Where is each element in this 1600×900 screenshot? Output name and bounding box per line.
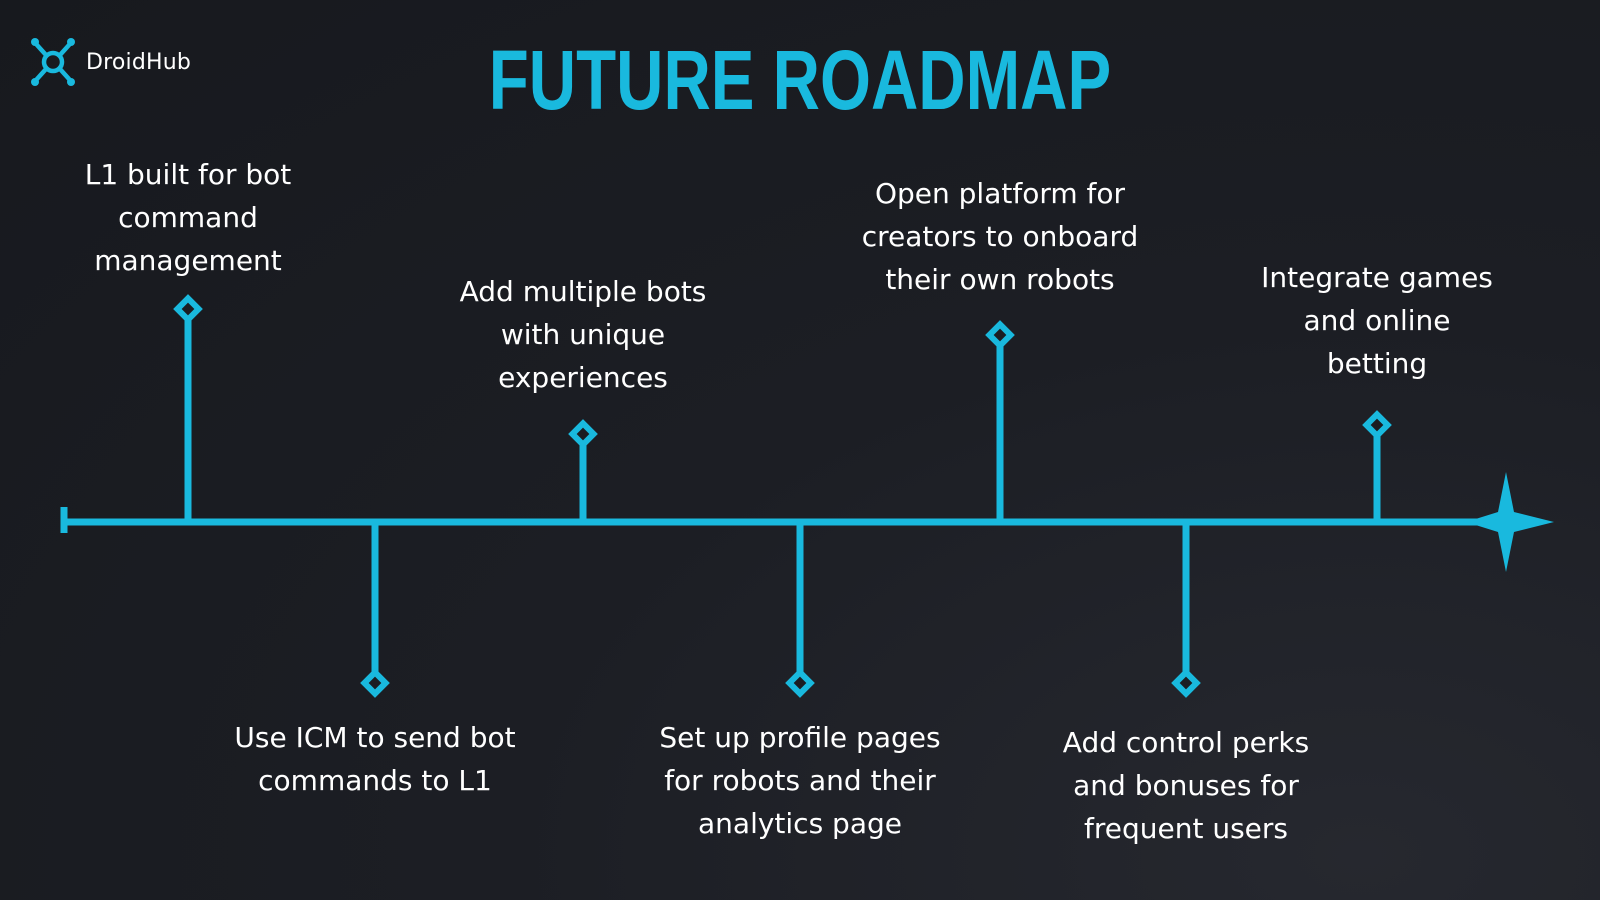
brand-name: DroidHub [86, 49, 192, 75]
milestone-label-line: Add control perks [1062, 726, 1310, 759]
milestone-label-line: L1 built for bot [84, 158, 292, 191]
milestone-label-line: management [94, 244, 282, 277]
milestone-label-line: Add multiple bots [459, 275, 707, 308]
milestone-label-line: their own robots [885, 263, 1115, 296]
milestone-label-line: Use ICM to send bot [234, 721, 516, 754]
milestone-label-line: with unique [500, 318, 666, 351]
milestone-label: Add control perks and bonuses for frequent… [1016, 721, 1356, 850]
milestone-label-line: command [118, 201, 258, 234]
milestone-label-line: commands to L1 [258, 764, 492, 797]
timeline-end-star-icon [1466, 472, 1554, 572]
milestone-label: Add multiple bots with unique experiences [413, 270, 753, 399]
milestone-label-line: and bonuses for [1073, 769, 1299, 802]
droid-network-icon [31, 38, 75, 86]
milestone-label-line: Integrate games [1261, 261, 1493, 294]
milestone-label-line: and online [1303, 304, 1451, 337]
milestone-label-line: Set up profile pages [659, 721, 941, 754]
milestone-diamond-icon [985, 320, 1015, 350]
milestone-diamond-icon [1171, 668, 1201, 698]
milestone-label: Set up profile pages for robots and their… [630, 716, 970, 845]
page-title: FUTURE ROADMAP [0, 30, 1600, 130]
milestone-label: L1 built for bot command management [18, 153, 358, 282]
page-title-text: FUTURE ROADMAP [488, 33, 1112, 127]
milestone-label-line: frequent users [1083, 812, 1288, 845]
milestone-label-line: Open platform for [874, 177, 1126, 210]
milestone-label: Integrate games and online betting [1207, 256, 1547, 385]
milestone-diamond-icon [568, 419, 598, 449]
milestone-diamond-icon [360, 668, 390, 698]
milestone-label: Open platform for creators to onboard thei… [830, 172, 1170, 301]
milestone-diamond-icon [785, 668, 815, 698]
milestone-diamond-icon [173, 294, 203, 324]
milestone-label-line: for robots and their [664, 764, 936, 797]
milestone-label-line: analytics page [698, 807, 902, 840]
milestone-diamond-icon [1362, 410, 1392, 440]
milestone-label-line: betting [1326, 347, 1428, 380]
brand: DroidHub [28, 34, 191, 90]
milestone-label-line: experiences [498, 361, 668, 394]
milestone-label: Use ICM to send bot commands to L1 [205, 716, 545, 802]
milestone-label-line: creators to onboard [861, 220, 1139, 253]
